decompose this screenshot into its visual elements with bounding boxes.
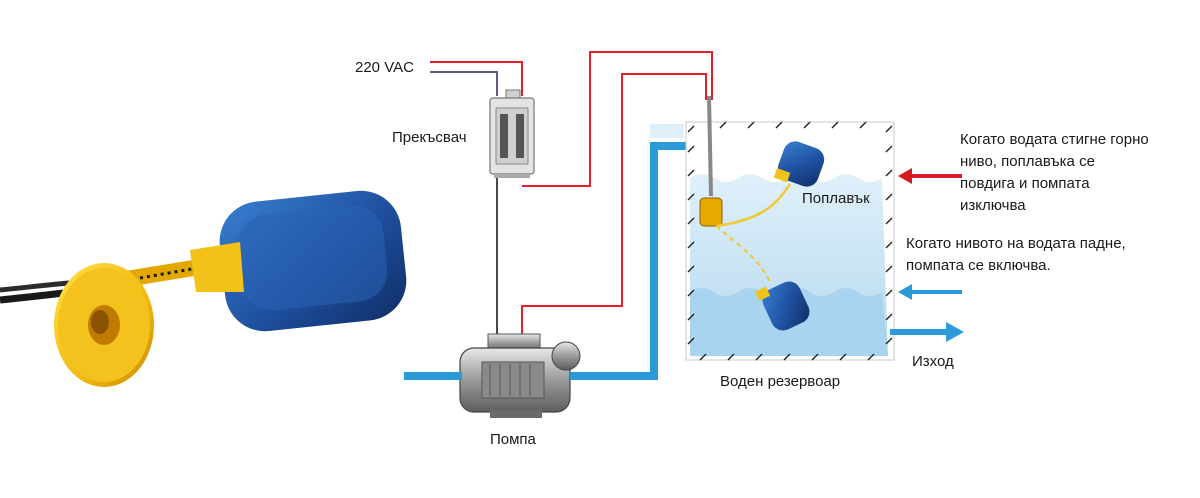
- pump-to-tank-pipe: [570, 142, 690, 380]
- float-switch-product-image: [0, 190, 407, 387]
- low-level-note-line: помпата се включва.: [906, 257, 1051, 274]
- supply-live-wire: [430, 61, 523, 96]
- float-in-tank: [699, 95, 825, 331]
- pump-label: Помпа: [490, 431, 537, 448]
- pump-device: [459, 333, 581, 418]
- level-arrows: [890, 168, 964, 342]
- supply-label: 220 VAC: [355, 59, 414, 76]
- high-level-note-line: повдига и помпата: [960, 175, 1090, 192]
- high-level-note-line: Когато водата стигне горно: [960, 131, 1149, 148]
- high-level-arrow: [898, 168, 912, 184]
- pump-to-float-wire: [521, 73, 707, 336]
- switch-to-float-wire: [522, 51, 713, 187]
- outlet-label: Изход: [912, 353, 954, 370]
- high-level-note-line: изключва: [960, 197, 1026, 214]
- switch-device: [489, 89, 535, 178]
- outlet-arrow: [946, 322, 964, 342]
- water-pipes: [404, 142, 690, 380]
- switch-label: Прекъсвач: [392, 129, 467, 146]
- high-level-note-line: ниво, поплавъка се: [960, 153, 1095, 170]
- wiring: [430, 51, 713, 336]
- low-level-note: Когато нивото на водата падне, помпата с…: [906, 235, 1126, 274]
- float-label: Поплавък: [802, 190, 870, 207]
- high-level-note: Когато водата стигне горно ниво, поплавъ…: [960, 131, 1149, 214]
- supply-neutral-wire: [430, 71, 498, 96]
- low-level-arrow: [898, 284, 912, 300]
- low-level-note-line: Когато нивото на водата падне,: [906, 235, 1126, 252]
- tank-label: Воден резервоар: [720, 373, 840, 390]
